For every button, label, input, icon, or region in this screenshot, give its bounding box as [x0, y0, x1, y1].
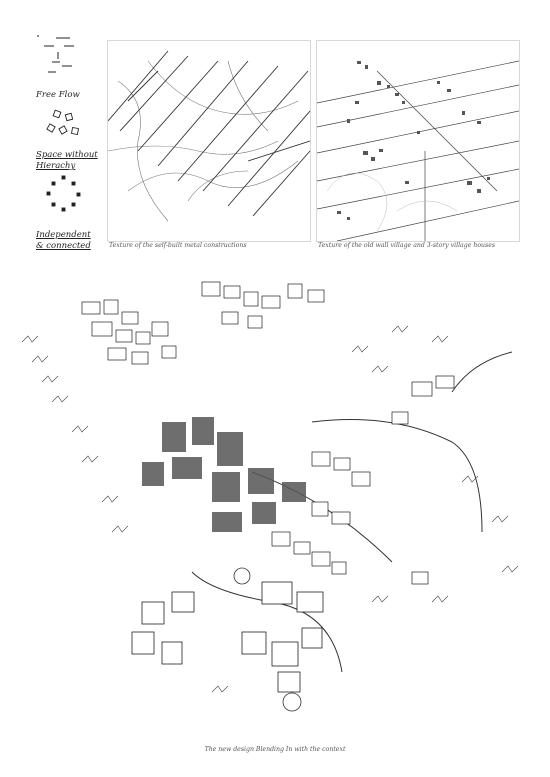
aerial-sketch-drawing [21, 281, 519, 712]
legend-free-flow: Free Flow [36, 90, 80, 100]
legend-space-line1: Space without [36, 150, 98, 160]
legend-independent-line2: & connected [36, 241, 91, 251]
texture-panel-village [316, 40, 520, 242]
legend-independent-line1: Independent [36, 230, 91, 240]
caption-right: Texture of the old wall village and 3-st… [318, 242, 496, 249]
legend-space-line2: Hierachy [36, 161, 76, 171]
circle-of-squares-sketch [46, 175, 81, 212]
caption-left: Texture of the self-built metal construc… [109, 242, 247, 249]
concept-legend: Free Flow Space without Hierachy Indepen… [30, 32, 100, 257]
metal-texture-drawing [108, 50, 310, 222]
free-flow-squares-sketch [46, 109, 79, 135]
caption-main: The new design Blending In with the cont… [204, 746, 346, 753]
scattered-lines-sketch [37, 35, 81, 212]
texture-panel-metal [107, 40, 311, 242]
village-texture-drawing [317, 60, 519, 241]
